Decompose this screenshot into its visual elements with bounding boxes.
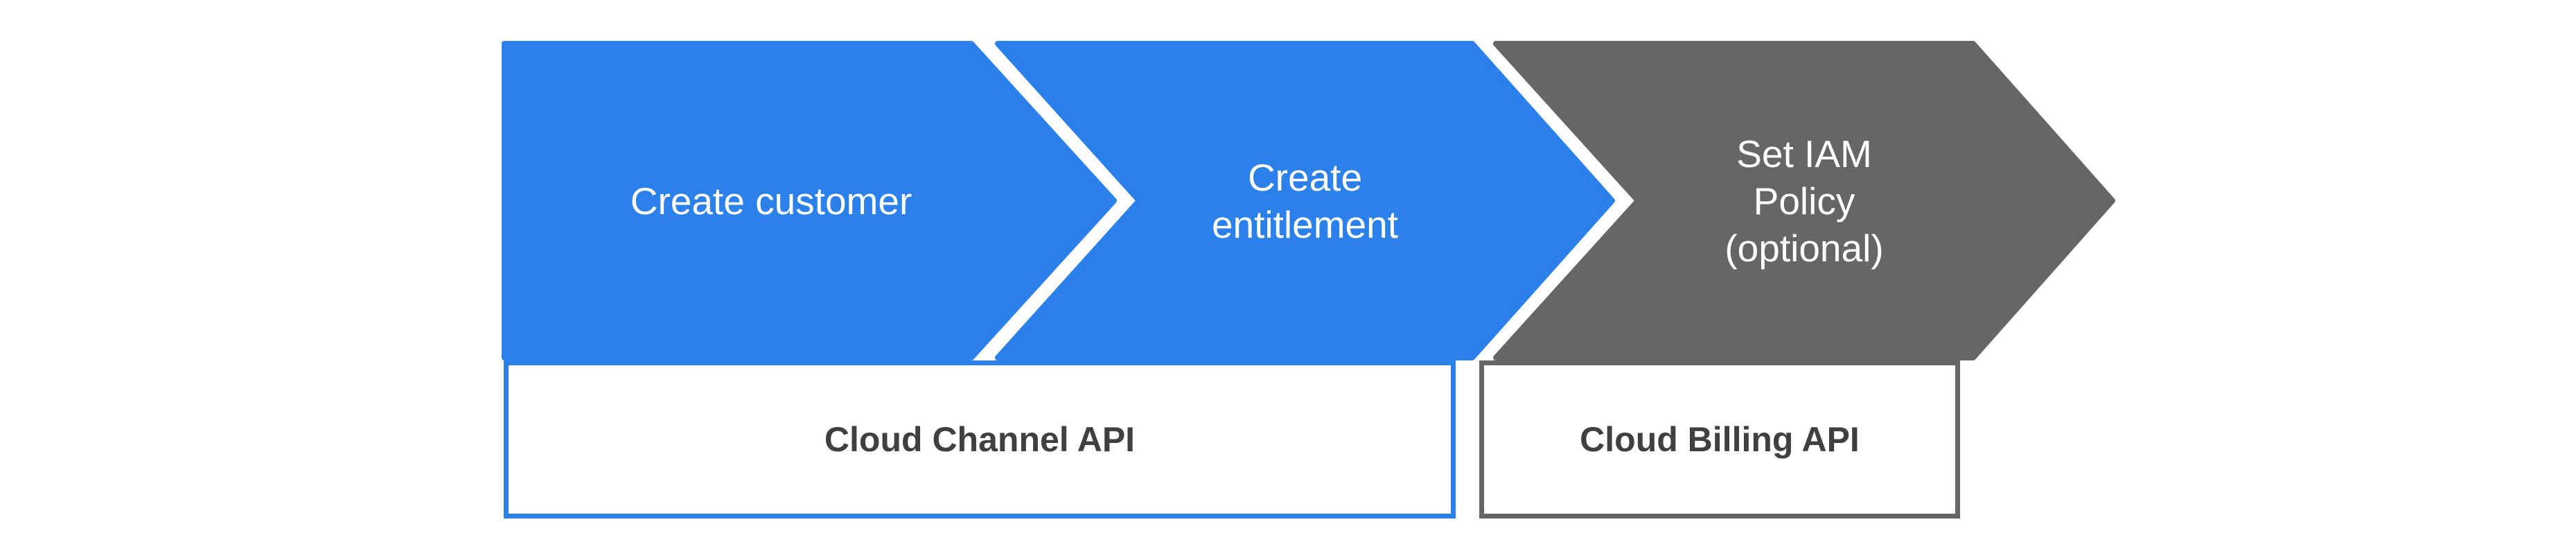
step-create-entitlement-shape [995, 41, 1615, 360]
step-create-customer-shape [502, 41, 1117, 360]
cloud-channel-api-box: Cloud Channel API [504, 360, 1456, 518]
cloud-channel-api-label: Cloud Channel API [824, 420, 1136, 459]
step-set-iam-policy-shape [1493, 41, 2115, 360]
cloud-billing-api-box: Cloud Billing API [1479, 360, 1960, 518]
cloud-billing-api-label: Cloud Billing API [1580, 420, 1860, 459]
